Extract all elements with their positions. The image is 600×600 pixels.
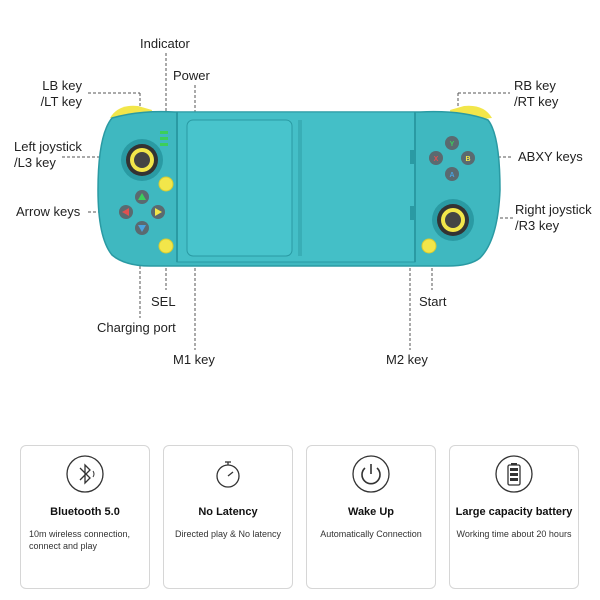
feature-title: Wake Up — [347, 506, 395, 518]
power-icon — [352, 455, 390, 493]
feature-title: No Latency — [198, 506, 258, 518]
feature-card-bluetooth: Bluetooth 5.0 10m wireless connection,co… — [20, 445, 150, 589]
start-button — [421, 238, 437, 254]
battery-icon — [495, 455, 533, 493]
label-m2-key: M2 key — [386, 352, 428, 367]
feature-card-wake-up: Wake Up Automatically Connection — [306, 445, 436, 589]
label-right-joystick: Right joystick/R3 key — [515, 202, 592, 233]
label-power: Power — [173, 68, 210, 83]
label-charging-port: Charging port — [97, 320, 176, 335]
feature-card-battery: Large capacity battery Working time abou… — [449, 445, 579, 589]
abxy-keys: Y X B A — [429, 136, 475, 181]
sel-button — [158, 238, 174, 254]
stopwatch-icon — [216, 461, 240, 488]
feature-desc: Automatically Connection — [320, 529, 422, 539]
controller-body — [97, 110, 501, 267]
label-sel: SEL — [151, 294, 176, 309]
feature-card-no-latency: No Latency Directed play & No latency — [163, 445, 293, 589]
label-arrow-keys: Arrow keys — [16, 204, 81, 219]
label-rb-key: RB key/RT key — [514, 78, 559, 109]
feature-desc: 10m wireless connection,connect and play — [29, 529, 131, 551]
left-joystick — [121, 139, 163, 181]
feature-title: Bluetooth 5.0 — [50, 506, 120, 518]
feature-desc: Working time about 20 hours — [456, 529, 572, 539]
label-start: Start — [419, 294, 447, 309]
arrow-keys — [119, 190, 165, 235]
yellow-button-upper — [158, 176, 174, 192]
feature-desc: Directed play & No latency — [174, 529, 282, 539]
indicator-lights — [160, 131, 168, 146]
bluetooth-icon — [66, 455, 104, 493]
label-abxy-keys: ABXY keys — [518, 149, 583, 164]
label-m1-key: M1 key — [173, 352, 215, 367]
button-y-label: Y — [450, 141, 455, 148]
label-indicator: Indicator — [140, 36, 190, 51]
right-joystick — [432, 199, 474, 241]
feature-title: Large capacity battery — [455, 506, 573, 518]
button-b-label: B — [465, 156, 470, 163]
button-x-label: X — [434, 156, 439, 163]
button-a-label: A — [449, 172, 454, 179]
label-left-joystick: Left joystick/L3 key — [14, 139, 82, 170]
label-lb-key: LB key/LT key — [40, 78, 82, 109]
